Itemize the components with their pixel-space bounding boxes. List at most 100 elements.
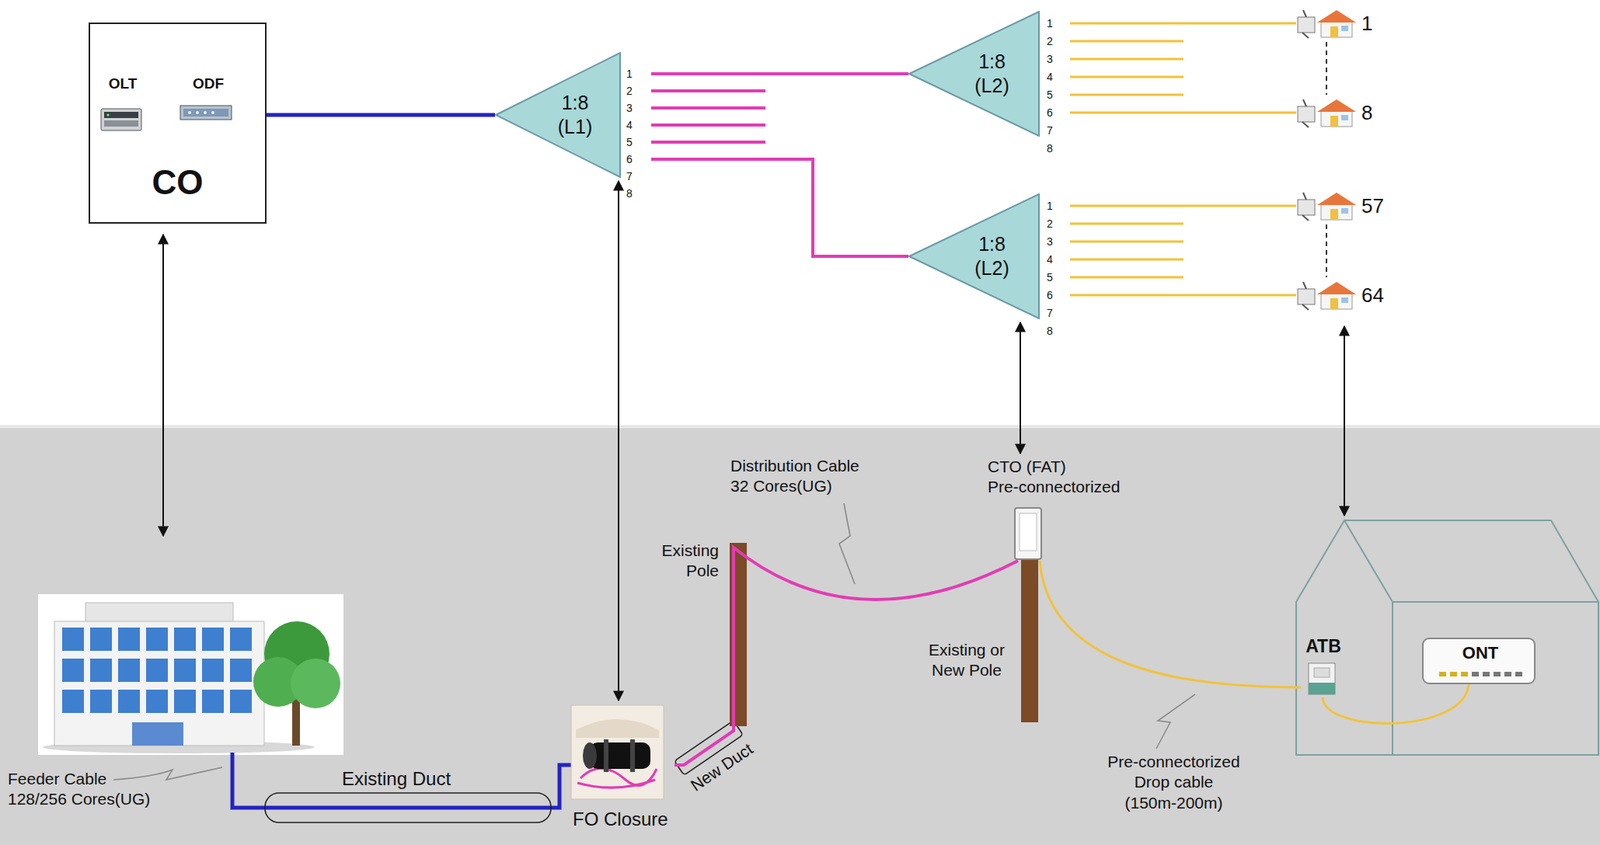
subscriber-picture <box>1341 115 1349 121</box>
subscriber-picture <box>1296 97 1357 129</box>
dashed-continuation <box>1326 41 1328 278</box>
word: 5 <box>1046 271 1053 284</box>
word: Existing <box>341 768 408 790</box>
word: 5 <box>1046 88 1053 102</box>
word: OLT <box>108 75 138 92</box>
word: Pole <box>686 561 719 580</box>
olt-icon <box>106 113 109 116</box>
leader-line <box>839 503 855 585</box>
word: 7 <box>1046 306 1053 320</box>
existing-duct <box>264 793 551 823</box>
node-label: 1 <box>1361 7 1373 39</box>
word: (FAT) <box>1026 457 1067 476</box>
word: cable <box>1174 773 1214 792</box>
subscriber-picture <box>1296 7 1357 39</box>
building-picture <box>85 603 234 624</box>
node-label: CTO (FAT) Pre-connectorized <box>987 456 1147 499</box>
word: 4 <box>1046 70 1053 84</box>
atb-picture <box>1314 668 1330 678</box>
atb-picture <box>1308 683 1336 695</box>
odf-icon <box>183 108 229 117</box>
port-number: 6 <box>1046 288 1053 303</box>
olt-icon <box>104 111 139 119</box>
port-number: 1 <box>626 66 633 81</box>
port-number: 8 <box>1046 141 1053 156</box>
node-label: 57 <box>1361 190 1384 222</box>
node-label: 1:8 (L2) <box>966 232 1018 282</box>
node-label: FO Closure <box>572 808 669 832</box>
word: (150m-200m) <box>1124 794 1223 813</box>
node-label: CO <box>90 160 265 204</box>
node-label: ODF <box>178 74 238 94</box>
word: 1 <box>1046 17 1053 30</box>
port-number: 7 <box>1046 306 1053 321</box>
word: 6 <box>626 153 633 166</box>
double-arrow <box>162 234 164 537</box>
word: 1 <box>1361 11 1373 35</box>
fo-closure-picture <box>577 780 656 788</box>
building-picture <box>38 594 344 756</box>
word: Feeder <box>7 770 60 788</box>
fo-closure-picture <box>630 739 635 773</box>
atb-picture <box>1308 663 1336 695</box>
subscriber-picture <box>1302 304 1309 311</box>
port-number: 7 <box>626 169 633 184</box>
word: 1:8 <box>978 233 1006 255</box>
word: CO <box>152 163 204 202</box>
word: 1:8 <box>561 91 590 114</box>
word: ATB <box>1305 636 1342 657</box>
house-outline <box>1296 520 1599 756</box>
word: Closure <box>603 808 669 830</box>
word: (L1) <box>557 115 593 138</box>
feeder-cable <box>232 752 591 809</box>
splitter-port-line <box>651 90 766 143</box>
cable-connector <box>1070 111 1297 115</box>
port-number: 4 <box>626 118 633 133</box>
olt-icon <box>104 120 139 127</box>
word: 64 <box>1361 283 1384 307</box>
splitter-port-line <box>1070 41 1184 278</box>
port-number: 3 <box>1046 234 1053 249</box>
atb-picture <box>1307 662 1337 697</box>
splitter-shape <box>909 11 1039 136</box>
subscriber-picture <box>1330 298 1339 310</box>
subscriber-picture <box>1296 279 1357 311</box>
port-number: 1 <box>1046 16 1053 31</box>
fo-closure-picture <box>589 742 651 770</box>
duct-label: Existing Duct <box>341 767 451 792</box>
subscriber-picture <box>1303 99 1307 107</box>
odf-icon <box>188 111 192 115</box>
odf-icon <box>178 102 235 123</box>
cable-connector <box>674 547 1018 766</box>
ont-picture <box>1504 672 1512 677</box>
node-label: 1:8 (L1) <box>549 90 601 140</box>
splitter-triangle: 1:8 (L2) <box>908 193 1071 320</box>
olt-icon <box>101 108 142 131</box>
subscriber-picture <box>1317 10 1356 23</box>
cable-connector <box>1019 322 1022 454</box>
word: 1 <box>1046 199 1053 213</box>
node-label: 64 <box>1361 279 1384 311</box>
ground <box>0 425 1600 429</box>
ont-picture <box>1439 672 1447 677</box>
cable-label: Distribution Cable 32 Cores(UG) <box>730 456 869 498</box>
fo-closure-picture <box>603 739 609 773</box>
fo-closure-picture <box>571 705 664 800</box>
cable-connector <box>617 181 620 701</box>
ont-picture <box>1515 672 1523 677</box>
word: 32 <box>730 477 749 495</box>
node-label: OLT <box>97 74 148 94</box>
subscriber-picture <box>1330 209 1339 220</box>
cto-picture <box>1014 508 1042 560</box>
word: 3 <box>1046 52 1053 66</box>
word: Distribution <box>730 456 813 475</box>
leader-line <box>113 767 223 781</box>
olt-icon <box>99 105 143 133</box>
subscriber-picture <box>1297 106 1315 123</box>
splitter-shape <box>495 52 621 178</box>
building-picture <box>38 594 344 756</box>
double-arrow <box>1343 326 1346 516</box>
atb-box: ATB <box>1300 635 1346 698</box>
word: FO <box>572 808 599 830</box>
feeder-cable <box>232 752 591 809</box>
